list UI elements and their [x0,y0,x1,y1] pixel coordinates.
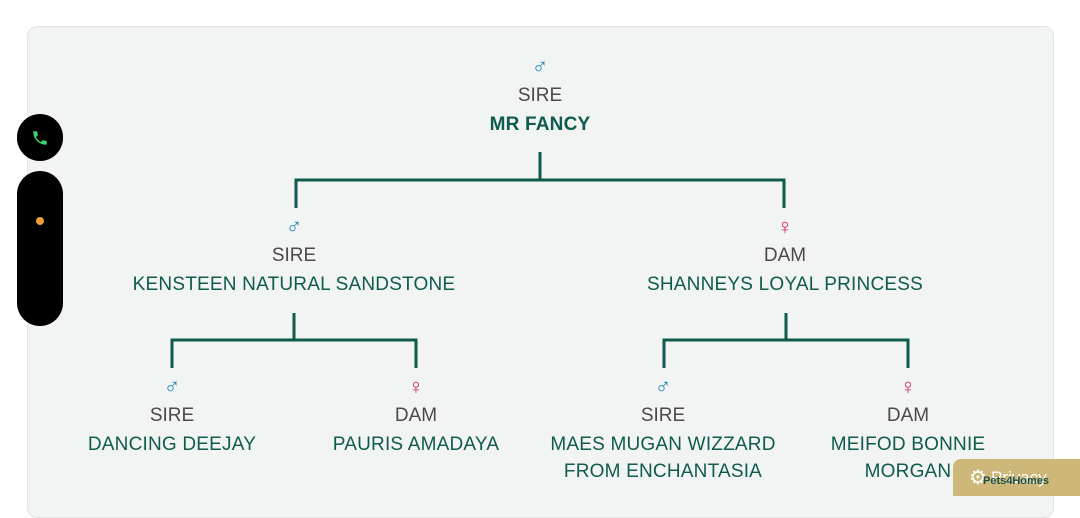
node-role: DAM [886,405,930,426]
female-symbol-icon: ♀ [776,214,794,239]
pedigree-node-sire-dam: ♀ DAM PAURIS AMADAYA [316,375,516,458]
male-symbol-icon: ♂ [163,374,181,399]
male-symbol-icon: ♂ [285,214,303,239]
node-name-line2[interactable]: MORGAN [864,461,952,482]
node-name[interactable]: KENSTEEN NATURAL SANDSTONE [132,274,456,295]
pedigree-node-sire: ♂ SIRE KENSTEEN NATURAL SANDSTONE [124,215,464,298]
female-symbol-icon: ♀ [407,374,425,399]
pedigree-panel [27,26,1054,518]
status-dot [36,217,44,225]
node-name-line1[interactable]: MEIFOD BONNIE [830,434,986,455]
side-widget[interactable] [17,171,63,326]
node-role: SIRE [271,245,317,266]
node-role: DAM [763,245,807,266]
male-symbol-icon: ♂ [654,374,672,399]
pedigree-node-dam-sire: ♂ SIRE MAES MUGAN WIZZARD FROM ENCHANTAS… [543,375,783,485]
node-name: MR FANCY [489,114,591,135]
node-name[interactable]: PAURIS AMADAYA [332,434,500,455]
node-name-line2[interactable]: FROM ENCHANTASIA [563,461,763,482]
node-name[interactable]: SHANNEYS LOYAL PRINCESS [647,274,923,295]
pedigree-node-dam-dam: ♀ DAM MEIFOD BONNIE MORGAN [808,375,1008,485]
privacy-button[interactable]: ⚙ Privacy Pets4Homes [953,459,1080,496]
node-role: DAM [394,405,438,426]
gear-icon: ⚙ [969,467,987,489]
node-name[interactable]: DANCING DEEJAY [87,434,257,455]
brand-label: Pets4Homes [983,475,1050,487]
phone-icon [33,130,47,145]
call-button[interactable] [17,114,63,161]
male-symbol-icon: ♂ [531,54,549,79]
node-role: SIRE [517,85,563,106]
node-name-line1[interactable]: MAES MUGAN WIZZARD [550,434,776,455]
node-role: SIRE [149,405,195,426]
privacy-label: Privacy [990,467,1047,487]
pedigree-node-root: ♂ SIRE MR FANCY [440,55,640,138]
pedigree-node-sire-sire: ♂ SIRE DANCING DEEJAY [72,375,272,458]
female-symbol-icon: ♀ [899,374,917,399]
pedigree-node-dam: ♀ DAM SHANNEYS LOYAL PRINCESS [630,215,940,298]
node-role: SIRE [640,405,686,426]
